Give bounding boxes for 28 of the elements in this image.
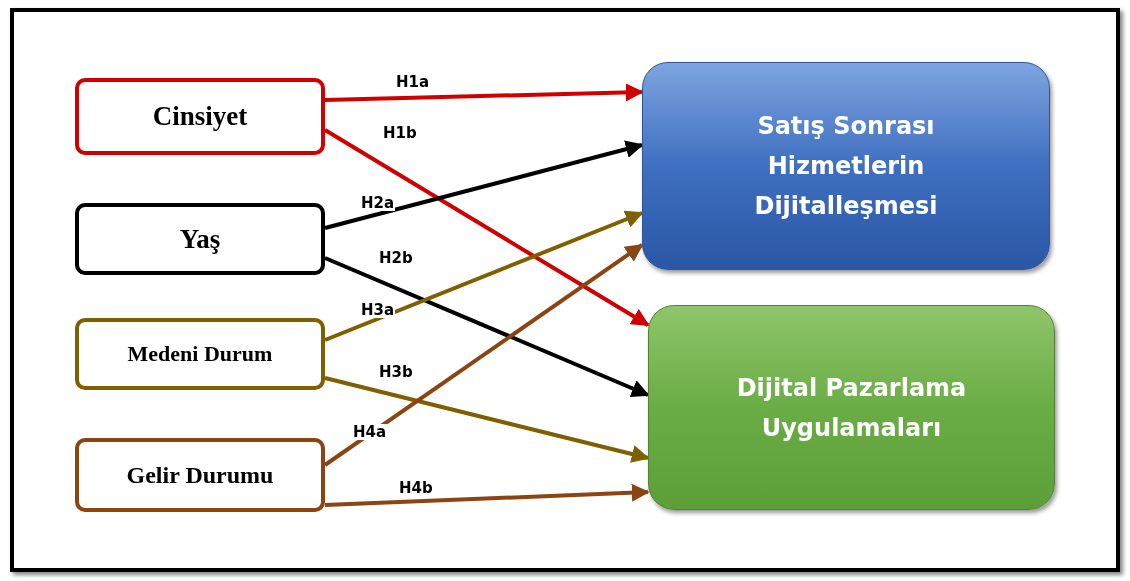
arrow	[324, 376, 650, 463]
arrow	[323, 128, 650, 327]
edge-label: H2a	[360, 195, 396, 211]
arrow	[324, 210, 644, 342]
edge-label: H1b	[382, 125, 418, 141]
outcome-label: Satış Sonrası Hizmetlerin Dijitalleşmesi	[753, 111, 939, 222]
edge-label: H4b	[398, 480, 434, 496]
outcome-label: Dijital Pazarlama Uygulamaları	[735, 372, 968, 444]
factor-label: Yaş	[179, 223, 221, 255]
arrow	[324, 83, 644, 102]
arrow	[324, 483, 650, 507]
factor-box	[75, 78, 325, 155]
outcome-box	[648, 305, 1055, 510]
factor-box	[75, 203, 325, 275]
edge-label: H4a	[352, 424, 388, 440]
factor-box	[75, 438, 325, 512]
factor-label: Medeni Durum	[127, 341, 273, 367]
arrow	[324, 140, 644, 230]
edge-label: H2b	[378, 250, 414, 266]
factor-label: Cinsiyet	[152, 101, 248, 132]
factor-box	[75, 318, 325, 390]
edge-label: H3b	[378, 364, 414, 380]
arrow	[323, 243, 644, 467]
outcome-box	[642, 62, 1050, 270]
edge-label: H3a	[360, 302, 396, 318]
factor-label: Gelir Durumu	[126, 461, 274, 489]
arrow	[324, 256, 650, 397]
edge-label: H1a	[395, 74, 431, 90]
